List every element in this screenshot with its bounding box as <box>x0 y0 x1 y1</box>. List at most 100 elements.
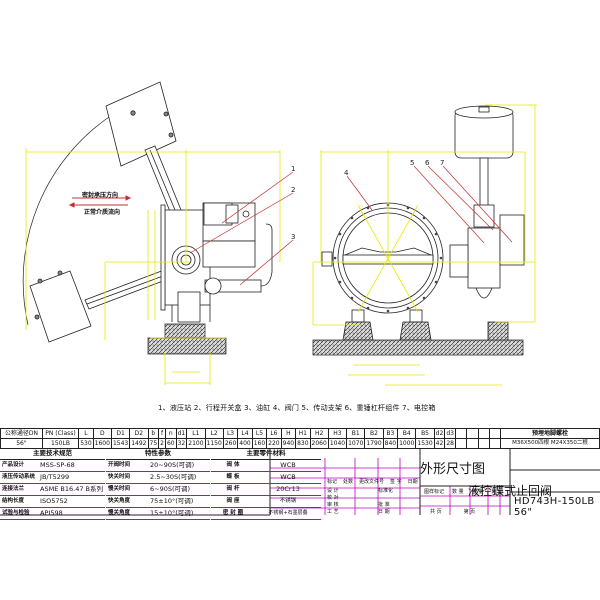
sheet-total: 共 页 <box>430 509 442 515</box>
revision-headers: 标记 处数 更改文件号 签 字 日期 <box>327 478 418 485</box>
spec-header: L1 <box>186 428 206 439</box>
sign-role: 设 计 <box>327 488 339 494</box>
sign-right-label: 批 准 <box>378 502 390 508</box>
spec-header: H3 <box>327 428 348 439</box>
performance-value: 20~90S(可调) <box>148 459 210 472</box>
side-view-leaders <box>189 171 294 286</box>
rev-header: 更改文件号 <box>359 479 385 485</box>
sign-right-label: 日 期 <box>378 509 390 515</box>
standards-label: 试验与检验 <box>0 507 39 520</box>
spec-value: 530 <box>78 438 94 449</box>
sheet-info: 共 页 第 页 <box>430 508 475 515</box>
spec-value: 260 <box>222 438 239 449</box>
spec-header: PN (Class) <box>41 428 80 439</box>
spec-header: H2 <box>309 428 329 439</box>
materials-label: 阀 座 <box>211 495 255 508</box>
spec-value: 220 <box>266 438 282 449</box>
sign-right-label <box>378 495 393 502</box>
parts-legend: 1、液压站 2、行程开关盒 3、油缸 4、阀门 5、传动支架 6、重锤杠杆组件 … <box>158 404 436 412</box>
spec-value: 1000 <box>397 438 417 449</box>
spec-value: 830 <box>295 438 311 449</box>
bolt-circle <box>333 203 443 313</box>
balloon-5: 5 <box>410 159 414 167</box>
performance-value: 15±10°(可调) <box>148 507 210 520</box>
spec-header: d3 <box>444 428 456 439</box>
flow-arrows <box>68 195 132 208</box>
sign-role: 审 核 <box>327 502 339 508</box>
spec-table: 公称通径DN PN (Class) L D D1 D2 b f n d1 L1 … <box>0 428 600 449</box>
sign-role: 校 对 <box>327 495 339 501</box>
spec-header <box>488 428 502 439</box>
spec-header: n <box>164 428 177 439</box>
standards-value: ISO5752 <box>38 495 105 508</box>
spec-header: H1 <box>295 428 311 439</box>
spec-value: 1600 <box>92 438 112 449</box>
balloon-2: 2 <box>291 186 295 194</box>
sheet-current: 第 页 <box>463 509 476 515</box>
anchor-bolt-values: M36X500四根 M24X350二根 <box>500 438 600 449</box>
spec-header: H <box>280 428 297 439</box>
balloon-4: 4 <box>344 169 349 177</box>
spec-value: 28 <box>444 438 456 449</box>
stage-headers: 图样标记 数 量 重 量 比 例 <box>424 488 503 495</box>
product-name: 液控蝶式止回阀 <box>468 484 553 498</box>
performance-label: 快关时间 <box>106 471 148 484</box>
balloon-6: 6 <box>425 159 430 167</box>
standards-label: 结构长度 <box>0 495 39 508</box>
spec-value: 1040 <box>327 438 348 449</box>
spec-value: 1150 <box>204 438 224 449</box>
spec-value-row: 56" 150LB 530 1600 1543 1492 75 2 60 32 … <box>0 438 600 449</box>
spec-header: B4 <box>397 428 417 439</box>
flow-label-seal-pressure: 密封承压方向 <box>82 192 119 199</box>
spec-value <box>454 438 468 449</box>
performance-value: 75±10°(可调) <box>148 495 210 508</box>
performance-label: 开阀时间 <box>106 459 148 472</box>
materials-value: WCB <box>255 459 321 472</box>
materials-value: 20Cr13 <box>255 483 321 496</box>
spec-value: 2060 <box>309 438 329 449</box>
spec-header-row: 公称通径DN PN (Class) L D D1 D2 b f n d1 L1 … <box>0 428 600 439</box>
spec-header: L3 <box>222 428 239 439</box>
performance-label: 慢关时间 <box>106 483 148 496</box>
spec-header: B3 <box>382 428 399 439</box>
spec-value: 56" <box>0 438 43 449</box>
stage-header: 比 例 <box>491 489 503 495</box>
spec-value: 150LB <box>41 438 80 449</box>
spec-header <box>454 428 468 439</box>
balloon-3: 3 <box>291 233 295 241</box>
rev-header: 处数 <box>343 479 354 485</box>
standards-label: 产品设计 <box>0 459 39 472</box>
materials-header: 主要零件材料 <box>211 448 321 460</box>
performance-label: 慢关角度 <box>106 507 148 520</box>
stage-header: 数 量 <box>452 489 464 495</box>
standards-value: MSS-SP-68 <box>38 459 105 472</box>
spec-header: D <box>92 428 112 439</box>
side-view <box>22 81 273 355</box>
materials-value: 不锈钢 <box>255 495 321 508</box>
standards-value: API598 <box>38 507 105 520</box>
spec-value: 400 <box>237 438 253 449</box>
stage-header: 图样标记 <box>424 489 445 495</box>
front-view <box>312 105 525 356</box>
spec-header: D1 <box>110 428 131 439</box>
balloon-7: 7 <box>440 159 444 167</box>
side-view-dimensions <box>25 148 281 385</box>
spec-header: d2 <box>433 428 446 439</box>
front-view-dimensions <box>312 104 537 386</box>
performance-label: 快关角度 <box>106 495 148 508</box>
anchor-bolt-header: 预埋地脚螺栓 <box>500 428 600 439</box>
rev-header: 日期 <box>407 479 418 485</box>
standards-label: 连接法兰 <box>0 483 39 496</box>
spec-header: 公称通径DN <box>0 428 43 439</box>
spec-value: 2 <box>158 438 166 449</box>
performance-value: 2.5~30S(可调) <box>148 471 210 484</box>
spec-header <box>477 428 490 439</box>
spec-value: 1790 <box>364 438 384 449</box>
spec-value <box>477 438 490 449</box>
materials-value: 不锈钢+石墨层叠 <box>255 507 321 520</box>
spec-value: 75 <box>147 438 160 449</box>
spec-header: L <box>78 428 94 439</box>
